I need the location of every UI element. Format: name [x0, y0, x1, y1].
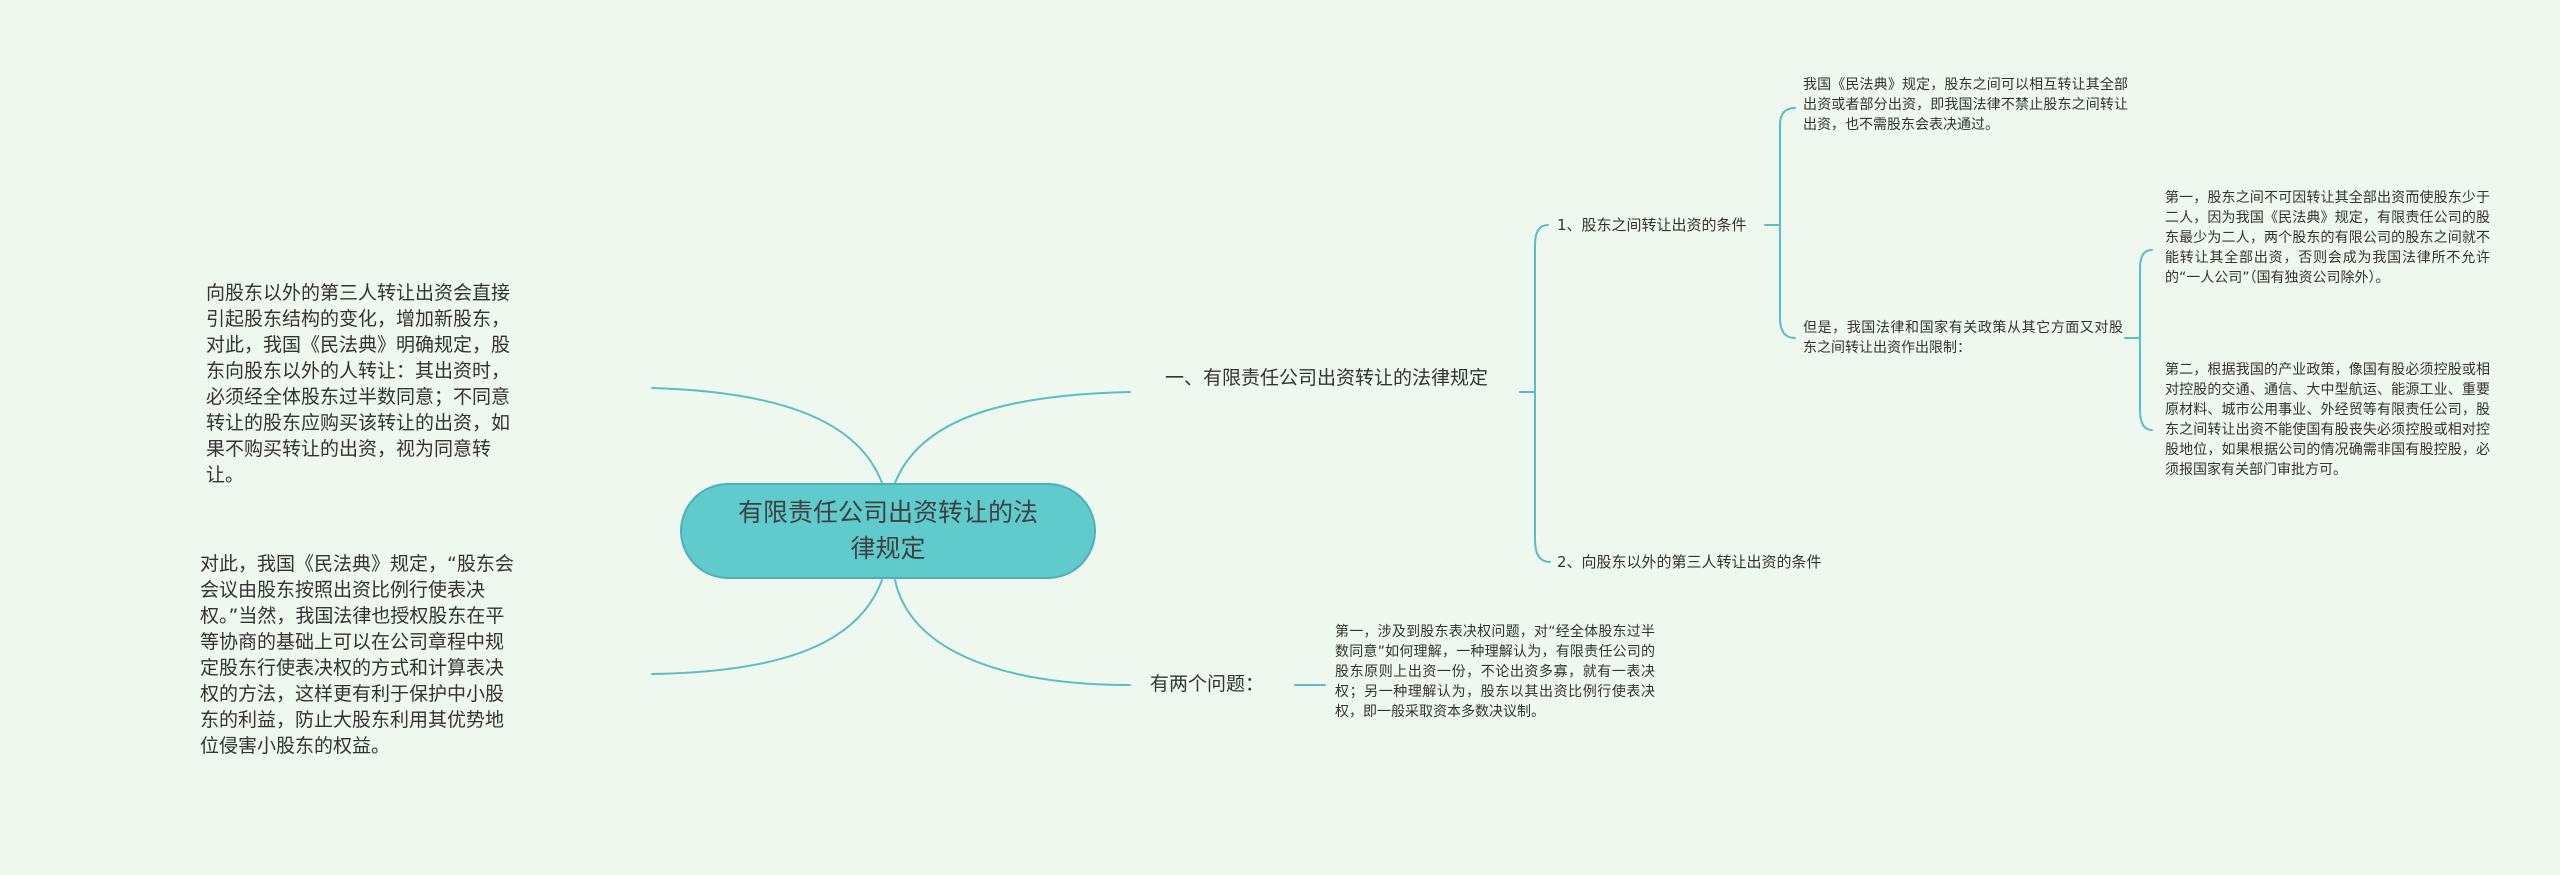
- note-civil-code-transfer[interactable]: 我国《民法典》规定，股东之间可以相互转让其全部出资或者部分出资，即我国法律不禁止…: [1803, 77, 2128, 133]
- connector-root-to-issues: [894, 579, 1131, 686]
- note-restriction-second[interactable]: 第二，根据我国的产业政策，像国有股必须控股或相对控股的交通、通信、大中型航运、能…: [2165, 362, 2490, 478]
- note-restriction-first[interactable]: 第一，股东之间不可因转让其全部出资而使股东少于二人，因为我国《民法典》规定，有限…: [2165, 190, 2490, 286]
- connector-root-to-provisions: [894, 391, 1131, 484]
- note-voting-rights[interactable]: 对此，我国《民法典》规定，“股东会会议由股东按照出资比例行使表决权。”当然，我国…: [200, 553, 514, 757]
- connector-root-to-left-lower: [651, 579, 883, 675]
- note-third-party-transfer[interactable]: 向股东以外的第三人转让出资会直接引起股东结构的变化，增加新股东，对此，我国《民法…: [206, 282, 511, 486]
- bracket-between: [1779, 107, 1796, 339]
- connector-root-to-left-upper: [651, 387, 883, 484]
- branch-restriction[interactable]: 但是，我国法律和国家有关政策从其它方面又对股东之间转让出资作出限制：: [1803, 320, 2123, 356]
- bracket-provisions: [1534, 224, 1551, 563]
- branch-two-issues[interactable]: 有两个问题：: [1150, 673, 1265, 695]
- branch-third-party[interactable]: 2、向股东以外的第三人转让出资的条件: [1557, 553, 1822, 571]
- root-topic-label: 有限责任公司出资转让的法律规定: [737, 498, 1038, 563]
- note-voting-issue[interactable]: 第一，涉及到股东表决权问题，对“经全体股东过半数同意”如何理解，一种理解认为，有…: [1335, 624, 1655, 720]
- branch-legal-provisions[interactable]: 一、有限责任公司出资转让的法律规定: [1165, 367, 1489, 389]
- bracket-restriction: [2139, 249, 2153, 431]
- branch-between-shareholders[interactable]: 1、股东之间转让出资的条件: [1557, 216, 1747, 234]
- root-topic[interactable]: 有限责任公司出资转让的法律规定: [680, 483, 1096, 579]
